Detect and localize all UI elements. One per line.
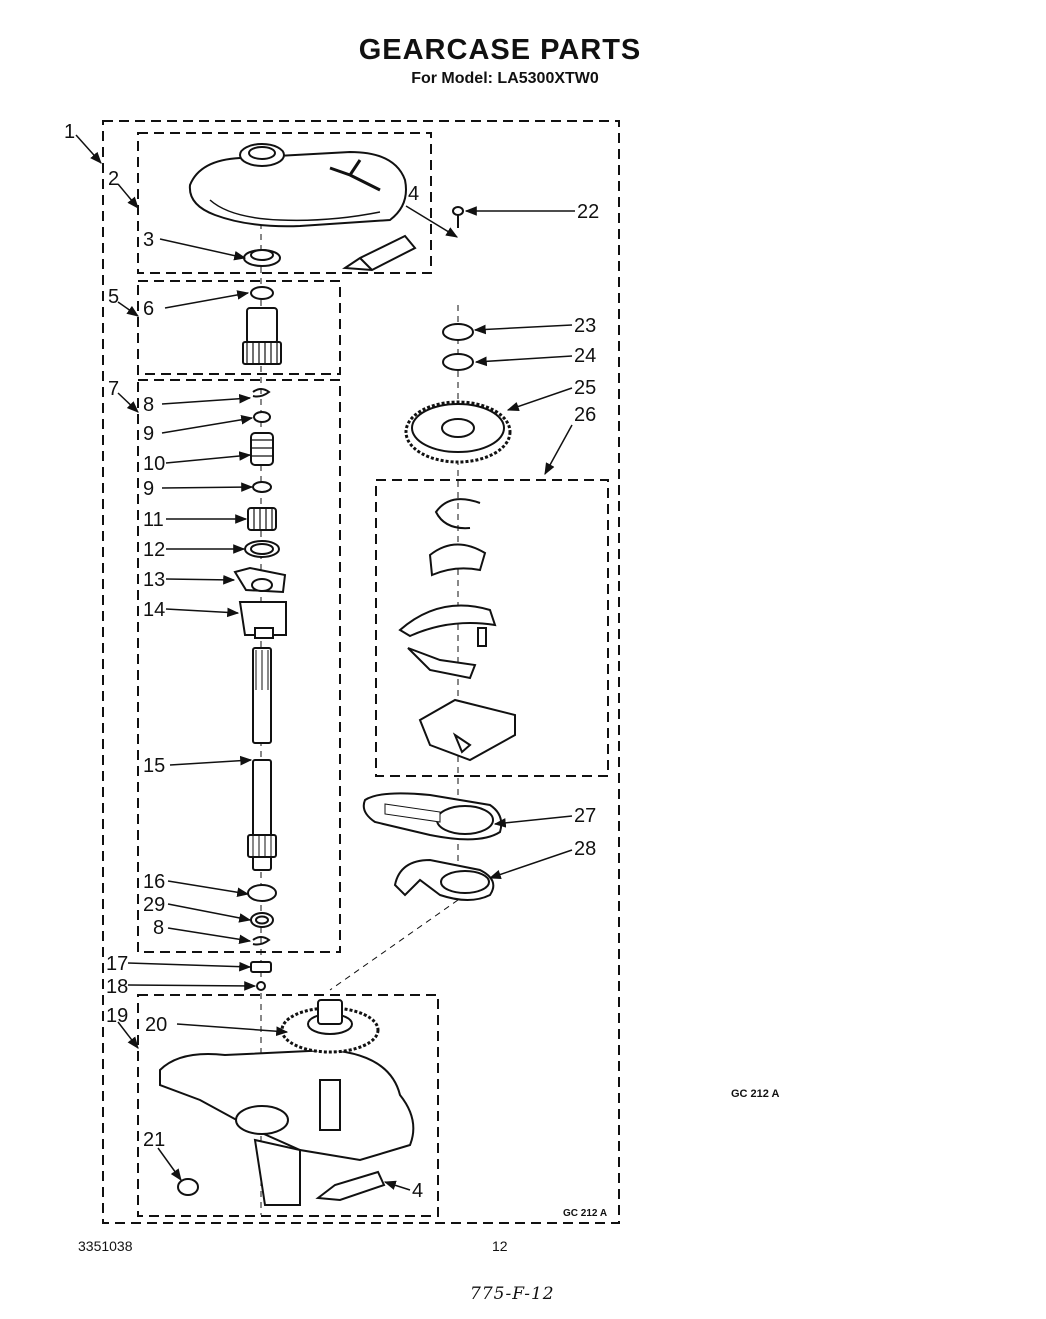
outer-group-box <box>102 120 620 1224</box>
pinion-assembly <box>242 286 282 365</box>
shaft-stack-parts <box>233 388 287 639</box>
callout-8-upper: 8 <box>143 394 154 416</box>
handwritten-note: 775-F-12 <box>470 1284 555 1304</box>
callout-1: 1 <box>64 121 75 143</box>
grease-tube-top <box>342 234 417 272</box>
callout-4-top: 4 <box>408 183 419 205</box>
drive-gear-parts <box>404 323 512 464</box>
callout-28: 28 <box>574 838 596 860</box>
shift-assembly <box>398 498 516 762</box>
gearcase-housing <box>159 999 415 1206</box>
callout-3: 3 <box>143 229 154 251</box>
screw <box>452 206 464 228</box>
page-number: 12 <box>492 1238 508 1254</box>
cam-plates <box>362 792 503 901</box>
callout-20: 20 <box>145 1014 167 1036</box>
callout-26: 26 <box>574 404 596 426</box>
callout-29: 29 <box>143 894 165 916</box>
callout-18: 18 <box>106 976 128 998</box>
pinion-group-box <box>137 280 341 375</box>
callout-12: 12 <box>143 539 165 561</box>
callout-6: 6 <box>143 298 154 320</box>
gearcase-cover <box>188 143 407 228</box>
callout-2: 2 <box>108 168 119 190</box>
document-number: 3351038 <box>78 1238 133 1254</box>
callout-25: 25 <box>574 377 596 399</box>
callout-14: 14 <box>143 599 165 621</box>
callout-19: 19 <box>106 1005 128 1027</box>
callout-13: 13 <box>143 569 165 591</box>
callout-4-bottom: 4 <box>412 1180 423 1202</box>
callout-23: 23 <box>574 315 596 337</box>
figure-code-inner: GC 212 A <box>563 1208 607 1219</box>
shift-group-box <box>375 479 609 777</box>
callout-22: 22 <box>577 201 599 223</box>
callout-5: 5 <box>108 286 119 308</box>
callout-7: 7 <box>108 378 119 400</box>
callout-9-lower: 9 <box>143 478 154 500</box>
callout-17: 17 <box>106 953 128 975</box>
callout-8-lower: 8 <box>153 917 164 939</box>
callout-10: 10 <box>143 453 165 475</box>
callout-9-upper: 9 <box>143 423 154 445</box>
page-title: GEARCASE PARTS <box>358 34 642 66</box>
callout-15: 15 <box>143 755 165 777</box>
callout-21: 21 <box>143 1129 165 1151</box>
cover-group-box <box>137 132 432 274</box>
model-subtitle: For Model: LA5300XTW0 <box>411 70 599 87</box>
callout-16: 16 <box>143 871 165 893</box>
figure-code-side: GC 212 A <box>731 1088 780 1100</box>
callout-11: 11 <box>143 509 164 531</box>
callout-24: 24 <box>574 345 596 367</box>
callout-27: 27 <box>574 805 596 827</box>
agitator-shaft <box>247 647 277 871</box>
shaft-group-box <box>137 379 341 953</box>
housing-group-box <box>137 994 439 1217</box>
lower-washers <box>247 884 277 991</box>
seal-ring <box>243 249 281 267</box>
